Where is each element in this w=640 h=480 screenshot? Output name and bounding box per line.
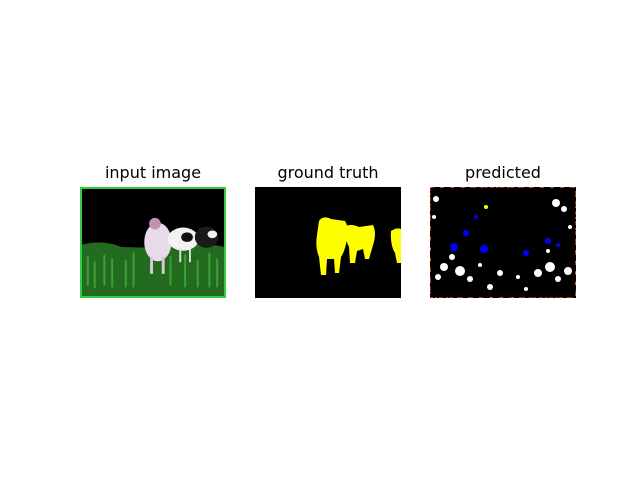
panel-title-input: input image xyxy=(104,163,202,182)
panel-title-ground-truth: ground truth xyxy=(277,163,379,182)
input-image xyxy=(80,187,226,298)
predicted-mask xyxy=(430,187,576,298)
input-image-render xyxy=(82,189,224,296)
panel-title-predicted: predicted xyxy=(465,163,541,182)
predicted-render xyxy=(430,187,576,298)
ground-truth-mask xyxy=(255,187,401,298)
ground-truth-render xyxy=(255,187,401,298)
